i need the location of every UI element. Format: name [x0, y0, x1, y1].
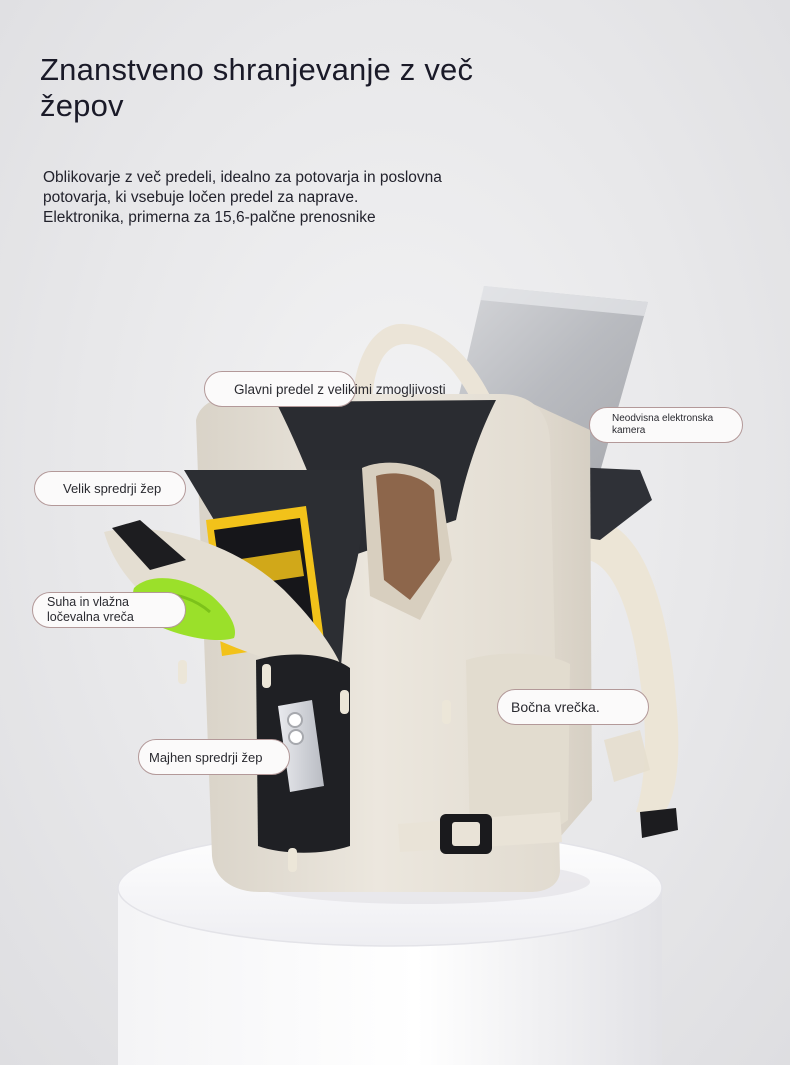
top-handle [352, 323, 496, 414]
callout-dry-wet-line-2: ločevalna vreča [47, 610, 134, 624]
description: Oblikovarje z več predeli, idealno za po… [43, 168, 513, 228]
callout-side-pocket-label: Bočna vrečka. [511, 699, 600, 715]
callout-front-pocket: Velik spredrji žep [34, 471, 186, 506]
callout-dry-wet-bag: Suha in vlažna ločevalna vreča [32, 592, 186, 628]
callout-small-front-pocket-label: Majhen spredrji žep [149, 749, 263, 765]
page-title: Znanstveno shranjevanje z več žepov [40, 52, 540, 124]
front-pocket [104, 470, 364, 680]
description-line-2: potovarja, ki vsebuje ločen predel za na… [43, 189, 359, 206]
callout-electronics-compartment: Neodvisna elektronska kamera [589, 407, 743, 443]
title-line-2: žepov [40, 88, 124, 123]
shoulder-strap [588, 520, 679, 838]
description-line-3: Elektronika, primerna za 15,6-palčne pre… [43, 209, 376, 226]
callout-small-front-pocket: Majhen spredrji žep [138, 739, 290, 775]
callout-side-pocket: Bočna vrečka. [497, 689, 649, 725]
callout-main-compartment: Glavni predel z velikimi zmogljivosti [204, 371, 446, 407]
small-front-pocket [256, 654, 350, 853]
callout-main-compartment-label: Glavni predel z velikimi zmogljivosti [234, 381, 446, 397]
callout-electronics-line-2: kamera [612, 425, 646, 436]
compression-strap [398, 812, 562, 854]
callout-electronics-line-1: Neodvisna elektronska [612, 413, 714, 424]
callout-front-pocket-label: Velik spredrji žep [63, 481, 162, 496]
description-line-1: Oblikovarje z več predeli, idealno za po… [43, 169, 442, 186]
title-line-1: Znanstveno shranjevanje z več [40, 52, 474, 87]
callout-dry-wet-line-1: Suha in vlažna [47, 595, 130, 609]
